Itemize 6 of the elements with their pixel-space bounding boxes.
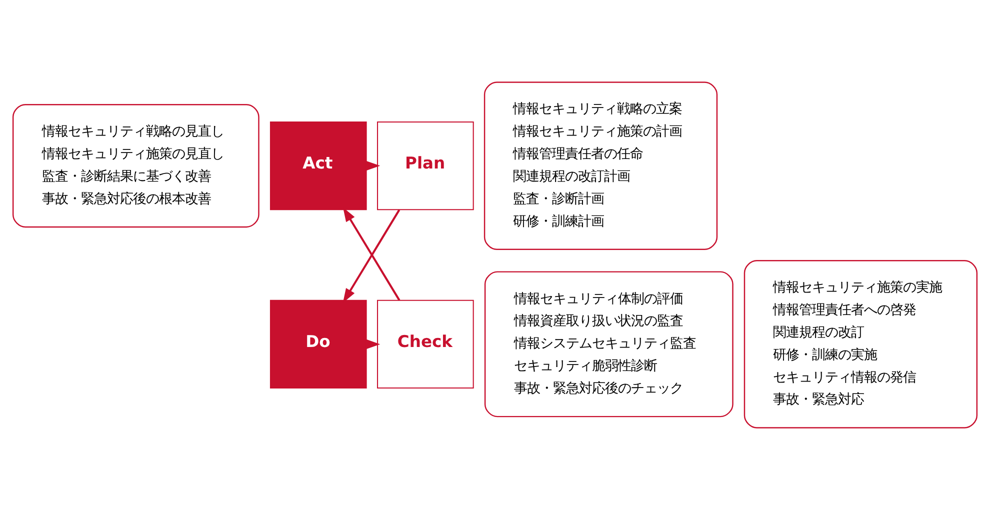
node-box: Check [376,300,474,389]
node-box: 情報セキュリティ施策の実施 情報管理責任者への啓発 関連規程の改訂 研修・訓練の実施 セキュリティ情報の発信 事故・緊急対応 [743,260,978,428]
node-box: Plan [376,121,474,210]
node-box: 情報セキュリティ戦略の立案 情報セキュリティ施策の計画 情報管理責任者の任命 関連規程の改訂計画 監査・診断計画 研修・訓練計画 [483,82,718,250]
node-box: 情報セキュリティ戦略の見直し 情報セキュリティ施策の見直し 監査・診断結果に基づく改善 事故・緊急対応後の根本改善 [12,104,259,228]
node-box: 情報セキュリティ体制の評価 情報資産取り扱い状況の監査 情報システムセキュリティ監査 セキュリティ脆弱性診断 事故・緊急対応後のチェック [484,271,733,418]
